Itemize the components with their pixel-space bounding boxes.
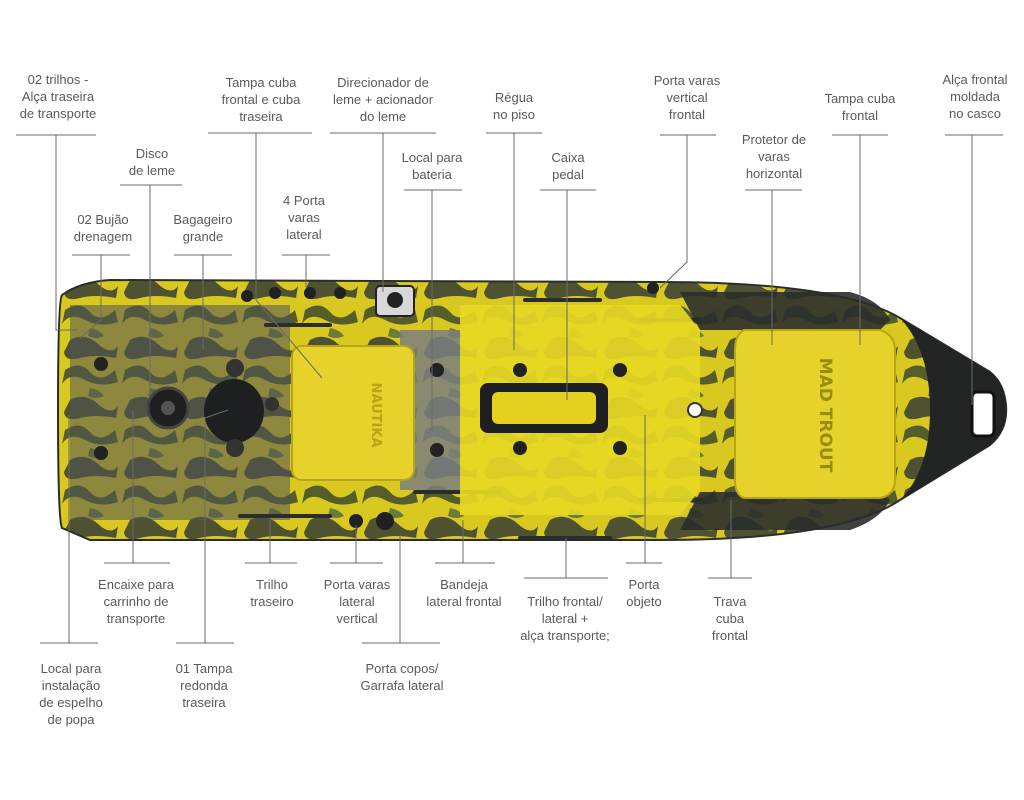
svg-text:MAD TROUT: MAD TROUT <box>815 358 835 473</box>
rear-round-hatch <box>204 379 264 443</box>
object-holder <box>687 402 703 418</box>
rear-hatch-lid: NAUTIKA <box>291 345 415 481</box>
label-trilho-frontal: Trilho frontal/lateral +alça transporte; <box>520 594 610 643</box>
svg-text:NAUTIKA: NAUTIKA <box>368 383 383 448</box>
bow-handle <box>970 390 996 438</box>
front-hatch-lid: MAD TROUT <box>734 329 896 499</box>
rod-holders-lateral <box>241 287 394 530</box>
rear-deck <box>70 305 290 520</box>
label-porta-copos: Porta copos/Garrafa lateral <box>360 661 444 693</box>
center-floor <box>430 305 700 515</box>
leader-lines <box>16 132 1003 644</box>
front-rod-holder <box>647 282 659 294</box>
